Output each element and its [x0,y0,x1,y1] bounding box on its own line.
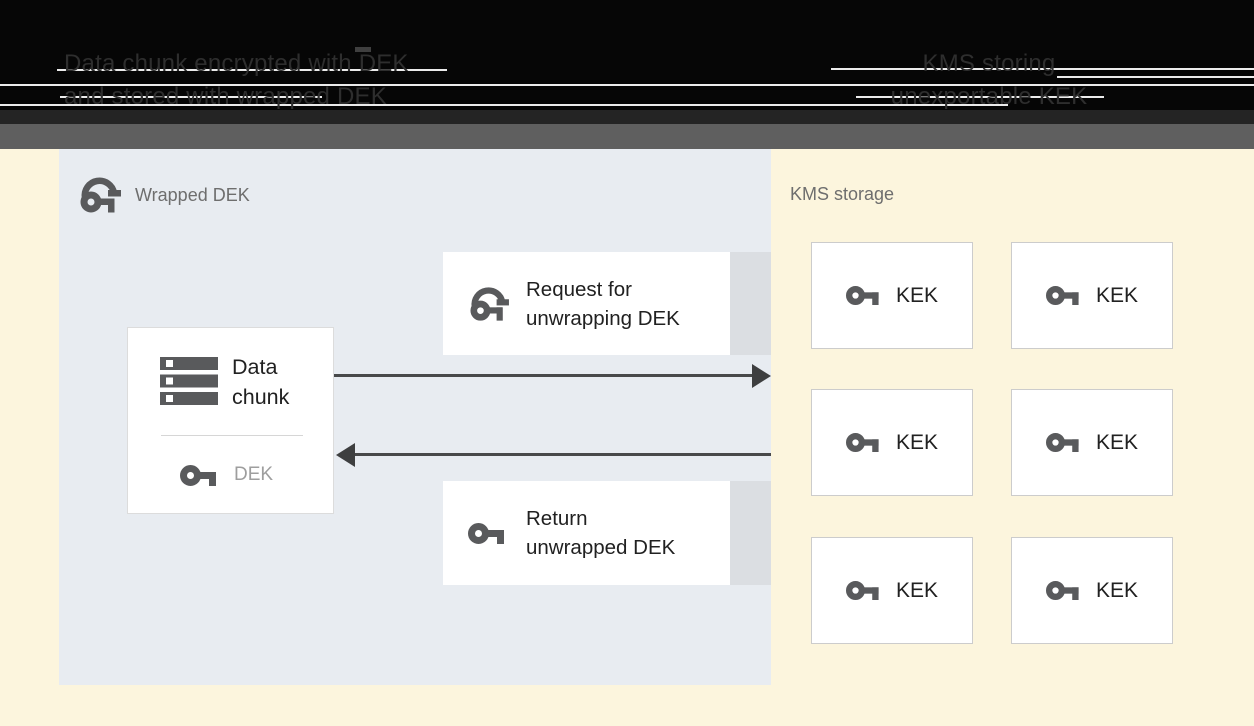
scanline-artifact [0,84,1254,86]
scanline-artifact [60,96,322,98]
caption-data-chunk: Data chunk encrypted with DEK and stored… [64,47,409,113]
wrapped-key-icon [468,285,510,323]
return-box-gray-extension [730,481,771,585]
request-unwrapping-text: Request for unwrapping DEK [526,275,680,333]
kms-storage-label: KMS storage [790,184,895,204]
key-icon [1045,579,1084,602]
scanline-artifact [0,104,1008,106]
key-icon [180,463,222,488]
request-line1: Request for [526,277,632,301]
divider [161,435,303,436]
request-arrow-line [334,374,755,377]
return-line2: unwrapped DEK [526,536,676,559]
header-gray-band [0,124,1254,149]
key-icon [845,579,884,602]
kek-label: KEK [895,578,939,602]
caption-data-chunk-line2: and stored with wrapped DEK [64,83,387,110]
wrapped-key-icon [78,175,122,215]
key-icon [1045,431,1084,454]
kek-box: KEK [1011,537,1173,644]
caption-kms-line2: unexportable KEK [890,83,1088,110]
return-unwrapped-box: Return unwrapped DEK [443,481,730,585]
scanline-artifact [831,68,1254,70]
return-unwrapped-text: Return unwrapped DEK [526,504,675,562]
request-arrow-head-icon [752,364,771,388]
header-black-band [0,0,1254,110]
wrapped-dek-header: Wrapped DEK [78,175,250,215]
return-line1: Return [526,507,588,530]
data-chunk-title-line1: Data [232,355,278,379]
key-icon [845,431,884,454]
kek-box: KEK [811,537,973,644]
request-unwrapping-box: Request for unwrapping DEK [443,252,730,355]
kek-label: KEK [1095,578,1139,602]
header-black-band-light [0,110,1254,124]
caption-kms-line1: KMS storing [922,50,1056,77]
kek-box: KEK [1011,242,1173,349]
request-line2: unwrapping DEK [526,306,680,330]
dek-label: DEK [234,464,274,485]
caption-data-chunk-line1: Data chunk encrypted with DEK [64,50,409,77]
kek-label: KEK [1095,430,1139,454]
kek-box: KEK [1011,389,1173,496]
storage-icon [160,357,218,405]
scanline-artifact [856,96,1104,98]
data-chunk-title-line2: chunk [232,384,290,409]
kek-label: KEK [895,283,939,307]
scanline-artifact [1057,76,1254,78]
wrapped-dek-label: Wrapped DEK [135,184,250,205]
kek-box: KEK [811,389,973,496]
scanline-artifact [57,69,447,71]
kek-label: KEK [1095,283,1139,307]
caption-kms: KMS storing unexportable KEK [858,47,1120,113]
data-chunk-title: Data chunk [232,353,289,412]
data-chunk-box: Data chunk DEK [127,327,334,514]
glitch-blob [355,47,371,52]
request-box-gray-extension [730,252,771,355]
kek-label: KEK [895,430,939,454]
key-icon [1045,284,1084,307]
kek-box: KEK [811,242,973,349]
key-icon [468,521,510,546]
return-arrow-head-icon [336,443,355,467]
return-arrow-line [352,453,771,456]
key-icon [845,284,884,307]
